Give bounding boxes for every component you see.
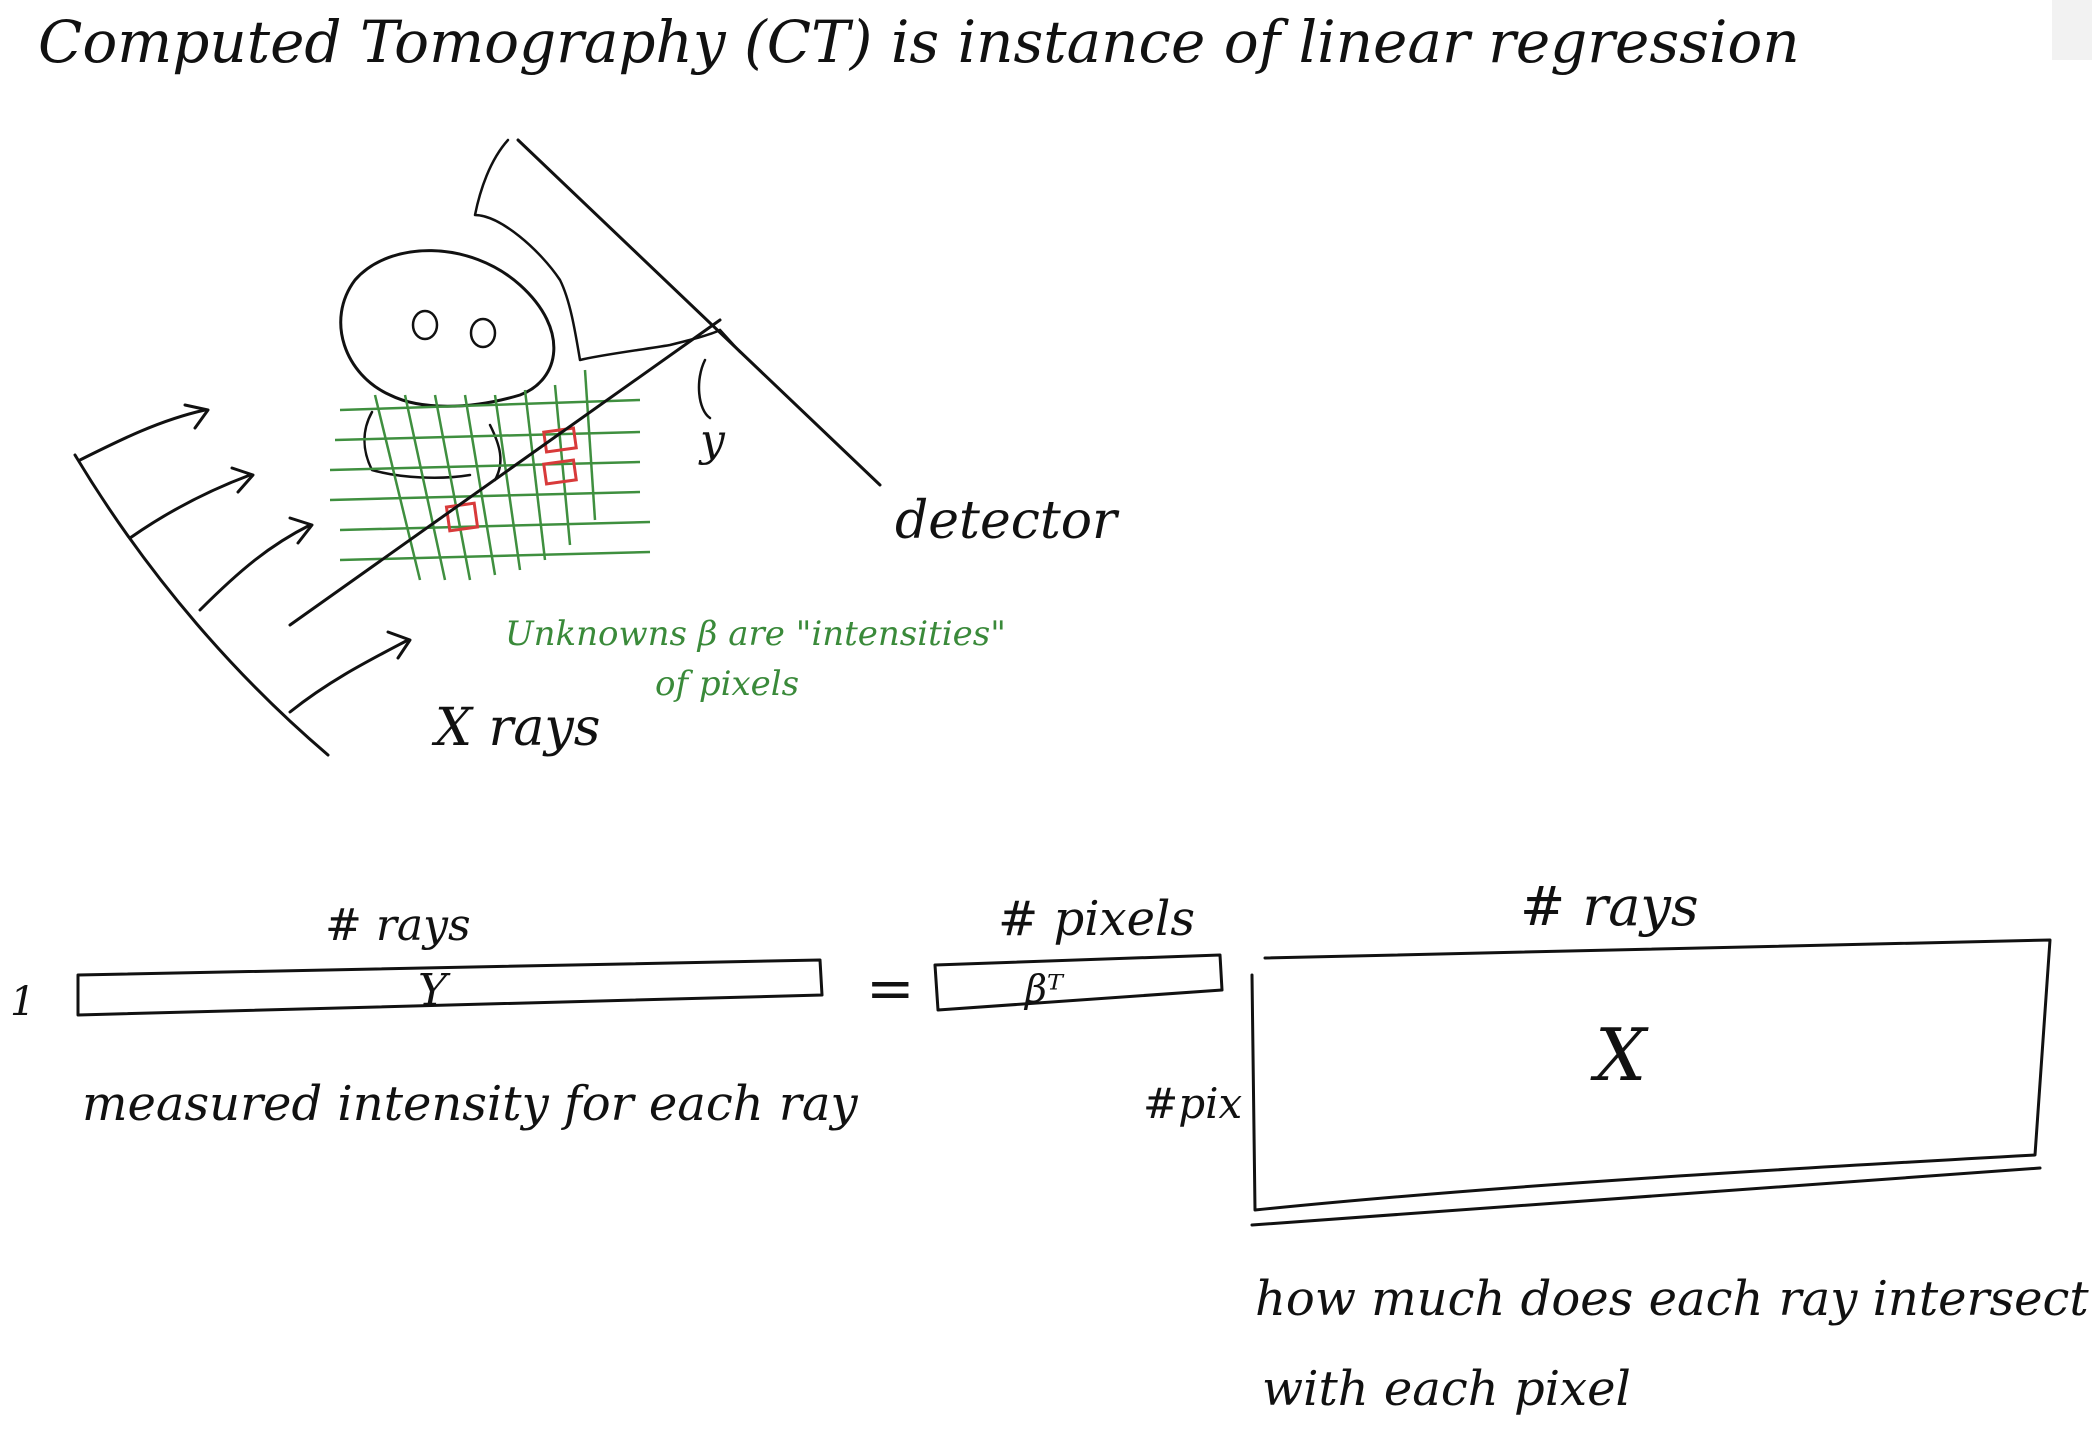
green-note-line2: of pixels <box>655 664 799 704</box>
x-caption-line2: with each pixel <box>1262 1361 1631 1417</box>
page-title: Computed Tomography (CT) is instance of … <box>38 8 1800 76</box>
x-matrix: # rays X #pix <box>1143 875 2052 1227</box>
xray-source <box>73 403 412 757</box>
y-header: # rays <box>325 900 471 951</box>
row-label-1: 1 <box>10 979 35 1025</box>
label-xrays: X rays <box>431 698 600 758</box>
x-header: # rays <box>1520 875 1699 938</box>
detector-drawing <box>473 138 882 487</box>
y-vector: 1 # rays Y <box>10 900 824 1025</box>
window-corner <box>2052 0 2092 60</box>
equals-sign: = <box>866 954 915 1022</box>
beta-vector: # pixels βᵀ <box>933 891 1224 1012</box>
x-row-label: #pix <box>1143 1079 1243 1128</box>
head-drawing <box>339 249 556 482</box>
label-y: y <box>698 415 726 466</box>
y-caption: measured intensity for each ray <box>82 1076 858 1132</box>
label-detector: detector <box>895 491 1120 551</box>
y-symbol: Y <box>418 965 451 1016</box>
pixel-grid <box>329 369 651 581</box>
beta-header: # pixels <box>998 891 1195 947</box>
x-caption-line1: how much does each ray intersect <box>1255 1271 2089 1327</box>
green-note-line1: Unknowns β are "intensities" <box>505 614 1006 654</box>
x-symbol: X <box>1590 1013 1649 1097</box>
beta-symbol: βᵀ <box>1023 967 1065 1011</box>
y-bracket <box>697 358 712 420</box>
ray-line <box>288 318 722 627</box>
